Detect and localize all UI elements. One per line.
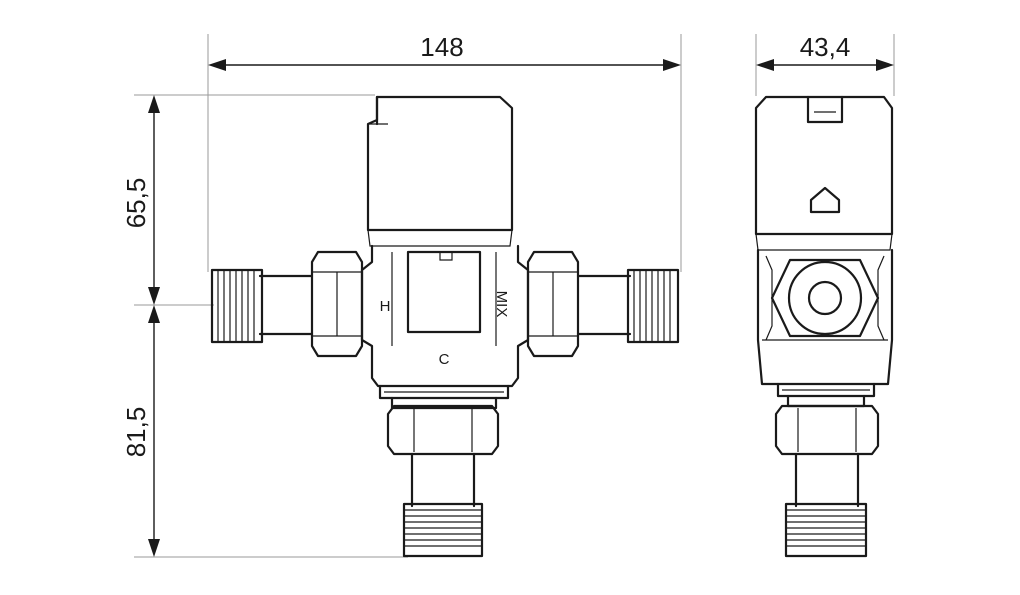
side-view — [754, 95, 894, 558]
hot-port-label: H — [380, 298, 391, 315]
dimension-width: 148 — [207, 32, 682, 272]
left-thread — [217, 270, 255, 342]
bottom-thread — [404, 509, 482, 547]
dimension-upper-height: 65,5 — [121, 94, 375, 306]
dimension-lower-height-label: 81,5 — [121, 407, 151, 458]
dimension-depth-label: 43,4 — [800, 32, 851, 62]
dimension-width-label: 148 — [420, 32, 463, 62]
right-thread — [633, 270, 671, 342]
front-view: H C MIX — [210, 95, 680, 558]
side-bottom-thread — [786, 509, 866, 547]
dimension-depth: 43,4 — [755, 32, 895, 96]
cold-port-label: C — [439, 351, 450, 368]
mix-port-label: MIX — [493, 291, 510, 318]
dimension-lower-height: 81,5 — [121, 305, 408, 558]
dimension-upper-height-label: 65,5 — [121, 178, 151, 229]
